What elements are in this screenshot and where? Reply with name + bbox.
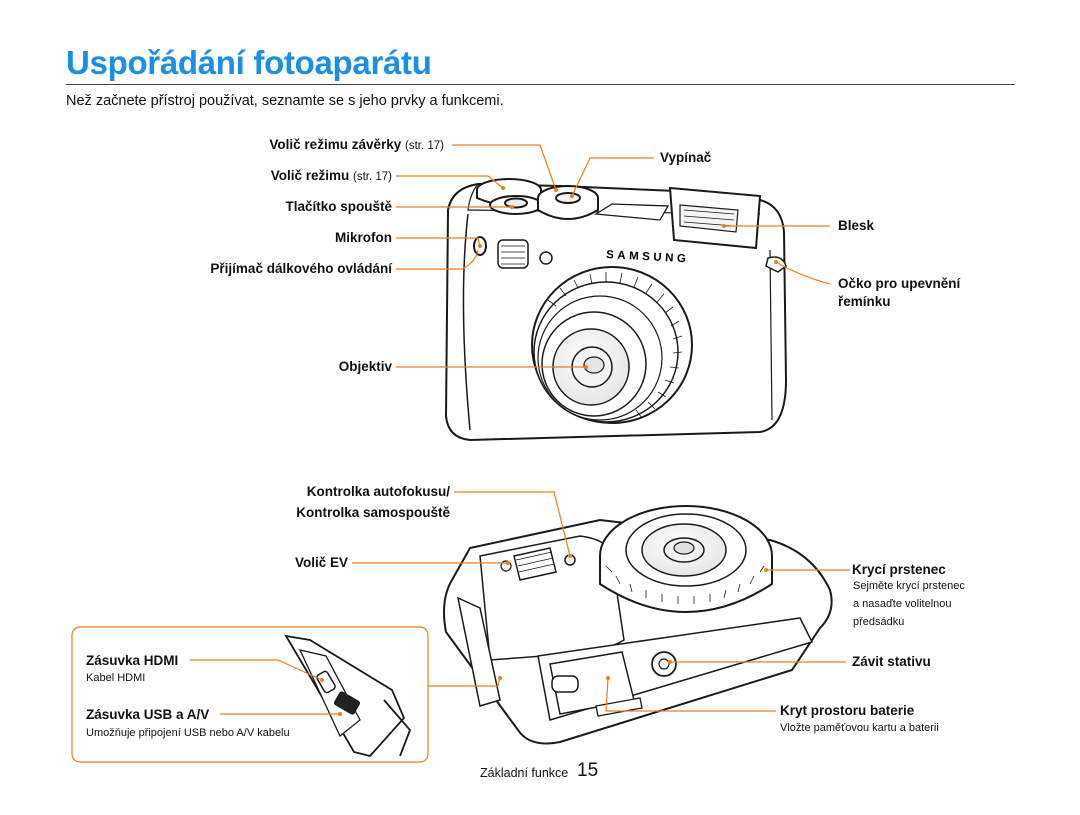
label-microphone: Mikrofon — [335, 230, 392, 245]
label-shutter-button: Tlačítko spouště — [285, 199, 392, 214]
label-battery-cover: Kryt prostoru baterie — [780, 703, 915, 718]
page-number: 15 — [577, 760, 599, 781]
label-self-timer-lamp: Kontrolka samospouště — [296, 505, 450, 520]
port-inset-drawing — [284, 634, 412, 758]
desc-cover-ring-3: předsádku — [853, 616, 905, 628]
desc-hdmi-port: Kabel HDMI — [86, 672, 146, 684]
leader-dots — [320, 186, 778, 716]
desc-cover-ring-1: Sejměte krycí prstenec — [853, 580, 965, 592]
title-rule — [66, 84, 1015, 85]
page-subtitle: Než začnete přístroj používat, seznamte … — [66, 93, 504, 109]
desc-battery-cover: Vložte paměťovou kartu a baterii — [780, 722, 939, 734]
label-shutter-dial: Volič režimu závěrky (str. 17) — [269, 137, 444, 152]
camera-bottom-view — [443, 505, 833, 745]
lens-ring-knurling — [515, 551, 765, 604]
label-af-lamp: Kontrolka autofokusu/ — [306, 484, 450, 499]
lens-knurling — [547, 272, 683, 419]
page-title: Uspořádání fotoaparátu — [66, 44, 432, 81]
label-power: Vypínač — [660, 150, 712, 165]
desc-cover-ring-2: a nasaďte volitelnou — [853, 598, 952, 610]
brand-logo: SAMSUNG — [606, 249, 690, 265]
leader-lines — [190, 144, 850, 715]
label-usb-av-port: Zásuvka USB a A/V — [86, 707, 210, 722]
label-hdmi-port: Zásuvka HDMI — [86, 653, 179, 668]
footer-section: Základní funkce — [480, 766, 569, 780]
label-remote-receiver: Přijímač dálkového ovládání — [210, 261, 392, 276]
label-flash: Blesk — [838, 218, 875, 233]
label-lens: Objektiv — [338, 359, 392, 374]
label-mode-dial: Volič režimu (str. 17) — [270, 168, 392, 183]
label-strap-eyelet-2: řemínku — [838, 294, 891, 309]
label-tripod-mount: Závit stativu — [852, 654, 931, 669]
label-cover-ring: Krycí prstenec — [852, 562, 946, 577]
label-ev-dial: Volič EV — [294, 555, 348, 570]
desc-usb-av-port: Umožňuje připojení USB nebo A/V kabelu — [86, 727, 290, 739]
camera-front-view — [444, 178, 788, 442]
label-strap-eyelet: Očko pro upevnění — [838, 276, 961, 291]
